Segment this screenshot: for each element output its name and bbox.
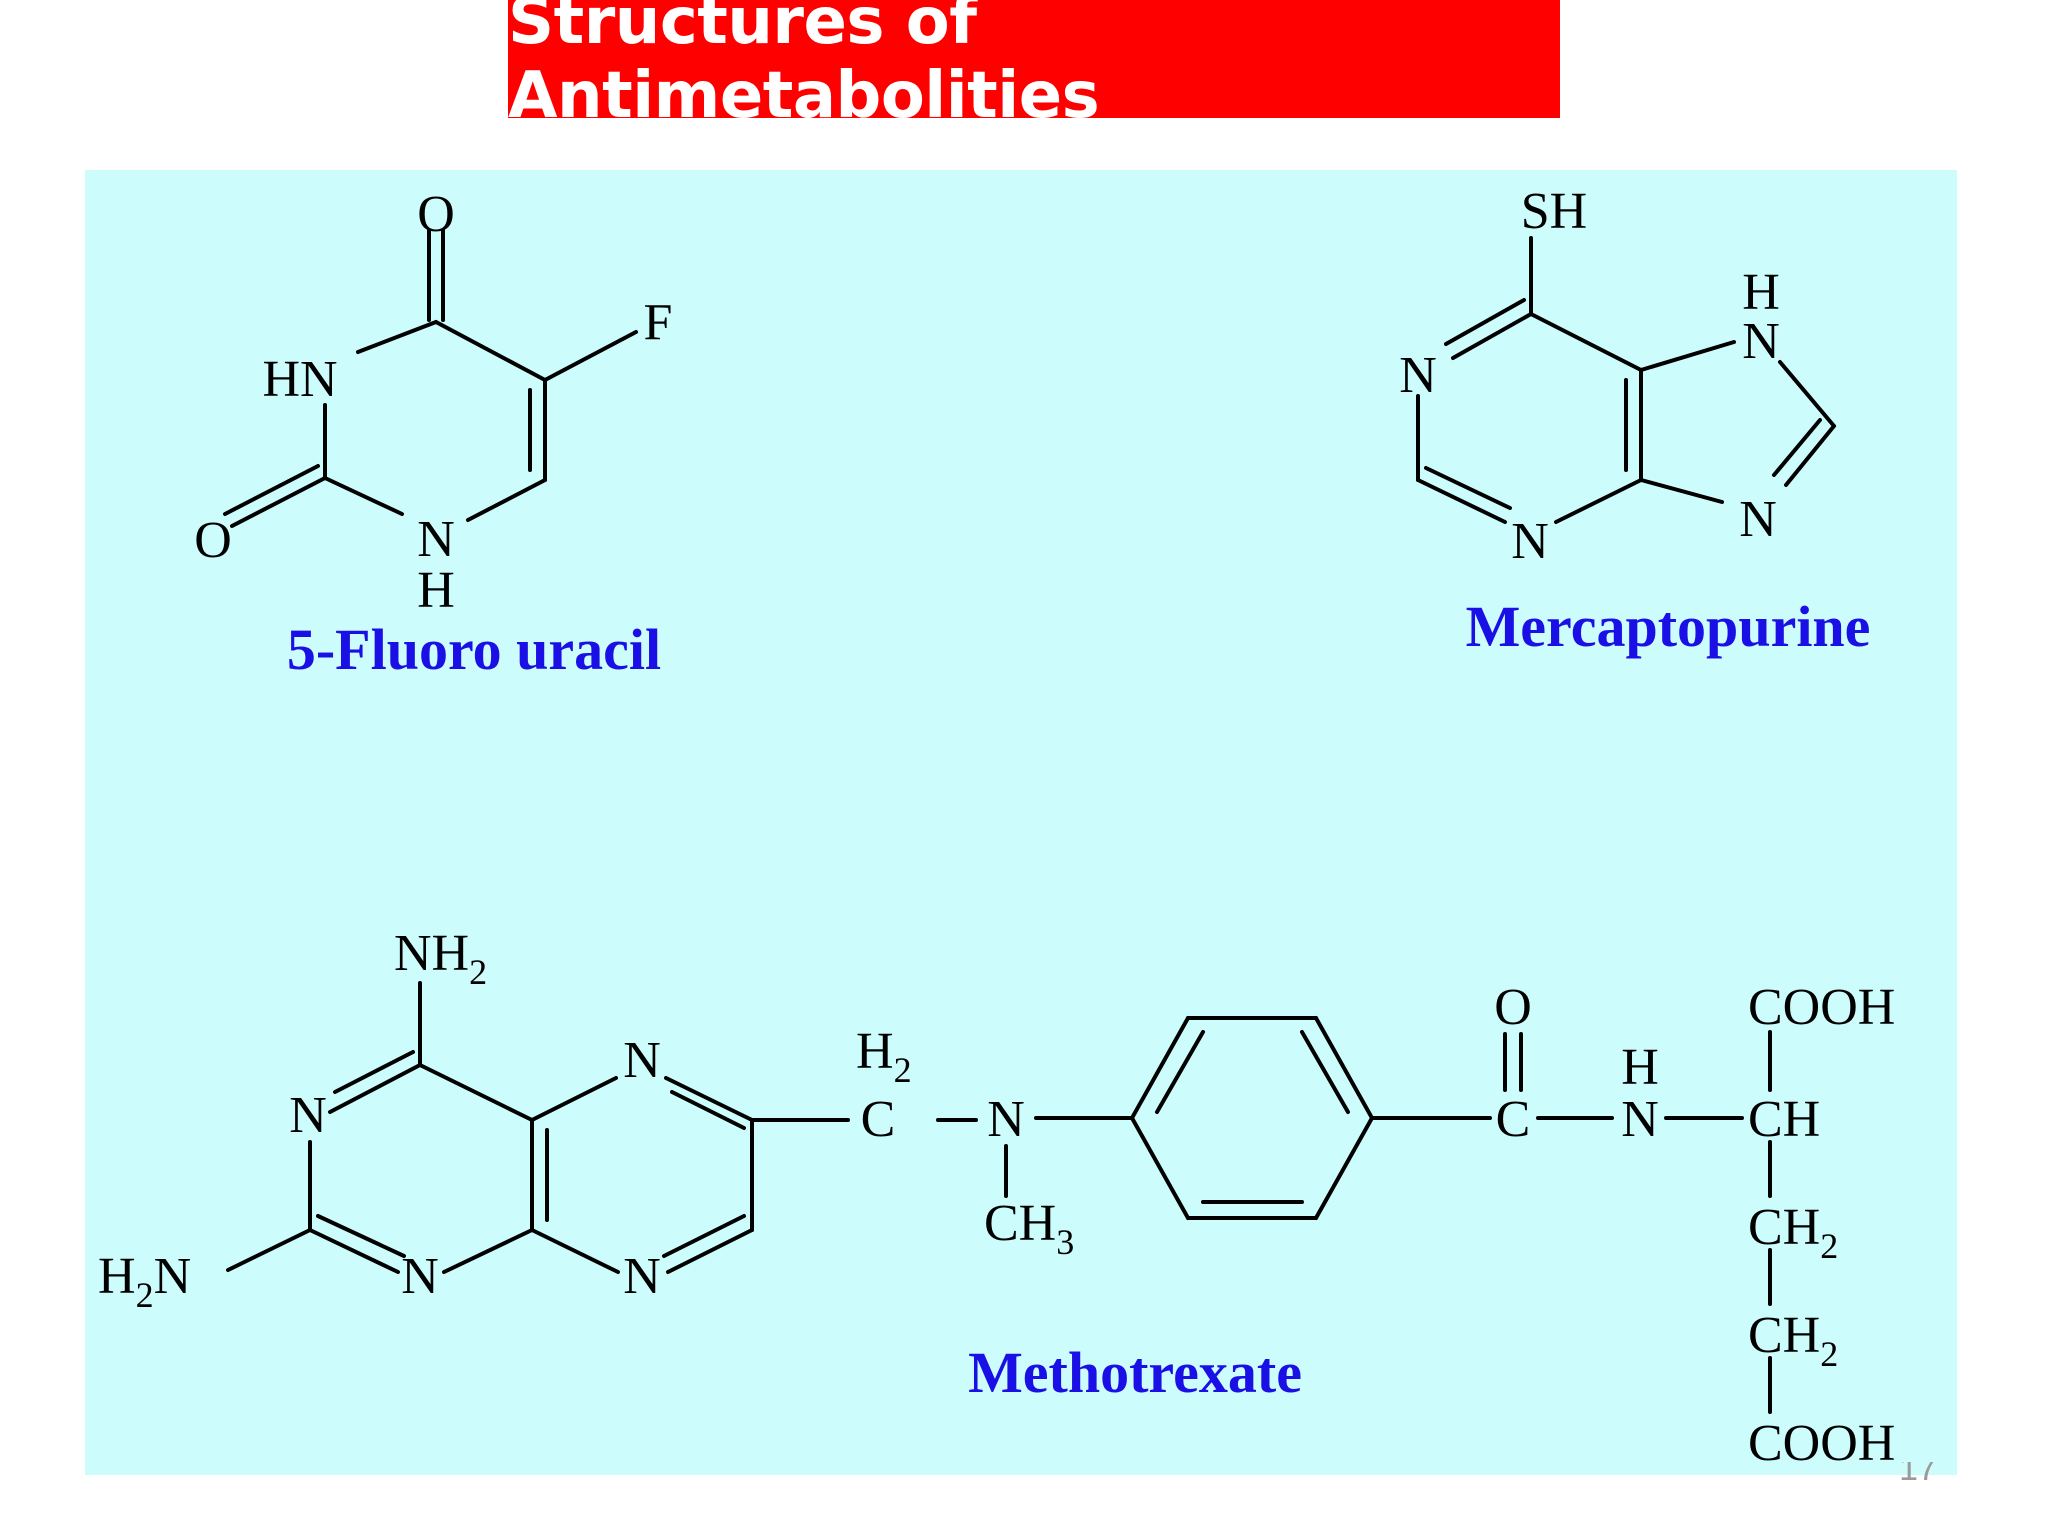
methotrexate-caption: Methotrexate xyxy=(968,1340,1302,1405)
atom-amide-n: N xyxy=(1621,1091,1659,1148)
bond-n3-c4 xyxy=(1554,478,1643,524)
bond-c5-f xyxy=(543,330,638,382)
structures-panel xyxy=(85,170,1957,1475)
atom-h2n: H2N xyxy=(98,1248,191,1315)
atom-ch: CH xyxy=(1748,1091,1820,1148)
bond-c6-n1-double xyxy=(1444,298,1526,346)
bond-c2-o-double xyxy=(223,464,320,516)
mercaptopurine-caption: Mercaptopurine xyxy=(1466,594,1871,659)
bond-n9-c4 xyxy=(1639,478,1724,504)
bond-c6-n1 xyxy=(466,478,547,522)
mercaptopurine-bonds xyxy=(1416,236,1836,524)
bond-c5-n7 xyxy=(1639,340,1736,372)
atom-n-left: N xyxy=(1399,347,1437,404)
bond-benz-inner-1 xyxy=(1155,1030,1205,1114)
bond-c8-n9-double xyxy=(1772,418,1822,477)
bond-c2-n3-double xyxy=(1424,466,1512,510)
atom-ch2-a: CH2 xyxy=(1748,1199,1838,1266)
bond-c4-n3-double xyxy=(333,1050,415,1094)
atom-ch2-b: CH2 xyxy=(1748,1307,1838,1374)
bond-n5-c6 xyxy=(664,1076,754,1122)
fluorouracil-caption: 5-Fluoro uracil xyxy=(287,617,661,682)
bond-benz-4 xyxy=(1314,1116,1374,1220)
bond-n5-c6-double xyxy=(670,1090,746,1130)
bond-c4-n3 xyxy=(328,1063,422,1114)
bond-n1-c2 xyxy=(323,476,404,516)
bond-c4a-n5 xyxy=(530,1076,618,1122)
bond-n7-c8 xyxy=(1778,360,1836,428)
atom-carbonyl-o: O xyxy=(1494,979,1532,1036)
atom-carbonyl-c: C xyxy=(1496,1091,1531,1148)
atom-h: H xyxy=(417,562,455,619)
atom-n-ring-3: N xyxy=(623,1032,661,1089)
bond-c7-n8-double xyxy=(662,1214,746,1258)
bond-c7-n8 xyxy=(666,1228,754,1274)
atom-n-imidazole-bottom: N xyxy=(1739,491,1777,548)
mercaptopurine-structure: SH H N N N N Mercaptopurine xyxy=(1399,183,1870,659)
slide-title: Structures of Antimetabolities xyxy=(508,0,1560,133)
bond-n8-c8a xyxy=(530,1228,620,1274)
atom-amide-h: H xyxy=(1621,1039,1659,1096)
atom-n-bottom: N xyxy=(1511,513,1549,570)
bond-benz-3 xyxy=(1314,1016,1374,1120)
atom-cooh-top: COOH xyxy=(1748,979,1895,1036)
bond-c2-o xyxy=(230,476,327,528)
bond-benz-1 xyxy=(1130,1016,1190,1120)
bond-n3-c4 xyxy=(356,320,438,354)
atom-nh2-top: NH2 xyxy=(394,925,487,992)
atom-n-ring-4: N xyxy=(623,1248,661,1305)
atom-methylene-c: C xyxy=(861,1091,896,1148)
bond-c2-nh2 xyxy=(226,1228,312,1272)
atom-sh: SH xyxy=(1521,183,1587,240)
atom-amine-n: N xyxy=(987,1091,1025,1148)
bond-benz-6 xyxy=(1130,1116,1190,1220)
atom-o-top: O xyxy=(417,186,455,243)
bond-c2-n1-double xyxy=(316,1214,406,1258)
bond-c8-n9 xyxy=(1784,424,1836,487)
atom-n-ring-1: N xyxy=(289,1087,327,1144)
methotrexate-structure: NH2 N N N N H2N H2 C N CH3 O C H N COOH … xyxy=(98,925,1895,1472)
atom-o-left: O xyxy=(194,512,232,569)
atom-cooh-bottom: COOH xyxy=(1748,1415,1895,1472)
bond-c6-n1 xyxy=(1451,312,1533,360)
bond-c6-c5 xyxy=(1529,312,1643,372)
bond-c4-c5 xyxy=(434,320,547,382)
methotrexate-bonds xyxy=(226,981,1772,1414)
atom-methylene-h2: H2 xyxy=(856,1023,912,1090)
page-number: 17 xyxy=(1899,1462,1937,1488)
fluorouracil-structure: O F HN O N H 5-Fluoro uracil xyxy=(194,186,672,682)
bond-benz-inner-2 xyxy=(1300,1030,1350,1114)
atom-n-ring-2: N xyxy=(401,1248,439,1305)
atom-hn: HN xyxy=(262,351,337,408)
fluorouracil-bonds xyxy=(223,228,638,528)
atom-f: F xyxy=(644,294,673,351)
bond-c2-n3 xyxy=(1416,478,1507,524)
bond-n1-c8a xyxy=(442,1228,534,1274)
atom-n: N xyxy=(417,511,455,568)
atom-n-imidazole-top: N xyxy=(1742,313,1780,370)
bond-c2-n1 xyxy=(308,1228,400,1274)
atom-h: H xyxy=(1742,264,1780,321)
atom-ch3: CH3 xyxy=(984,1195,1074,1262)
bond-c4-c4a xyxy=(418,1063,534,1122)
